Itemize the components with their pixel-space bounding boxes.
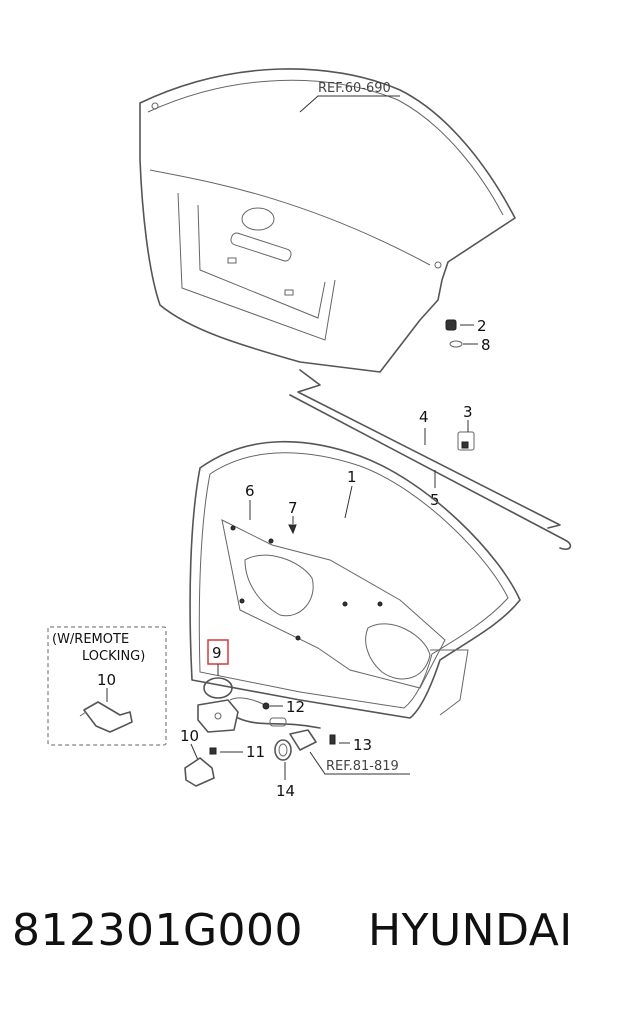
part-8-clip: 8 — [449, 336, 491, 354]
brand-name: HYUNDAI — [368, 905, 573, 956]
callout-4: 4 — [419, 408, 429, 426]
remote-note-line2: LOCKING) — [82, 649, 145, 664]
weatherstrip-and-inner-trim: 1 6 — [189, 440, 521, 719]
callout-1: 1 — [347, 468, 357, 486]
part-number: 812301G000 — [12, 905, 304, 956]
callout-10-lower: 10 — [180, 727, 199, 745]
callout-13: 13 — [353, 736, 372, 754]
ref-60-690-label: REF.60-690 — [318, 81, 391, 96]
trunk-lid-panel — [139, 68, 516, 373]
ref-81-819-callout: REF.81-819 — [309, 751, 410, 775]
part-10-11-lower-latch: 10 11 — [180, 727, 265, 787]
part-7-screw: 7 — [288, 499, 298, 535]
ref-60-690-callout: REF.60-690 — [299, 81, 400, 113]
part-3-bracket: 3 — [457, 403, 475, 451]
highlighted-callout-9: 9 — [207, 639, 229, 676]
callout-9: 9 — [212, 644, 222, 662]
callout-2: 2 — [477, 317, 487, 335]
ref-81-819-label: REF.81-819 — [326, 759, 399, 774]
callout-3: 3 — [463, 403, 473, 421]
parts-diagram: REF.60-690 2 8 4 5 3 — [47, 68, 572, 800]
remote-locking-box: (W/REMOTE LOCKING) 10 — [47, 626, 167, 746]
torsion-rods: 4 5 — [289, 369, 572, 550]
callout-12: 12 — [286, 698, 305, 716]
part-9-trunk-latch — [197, 677, 239, 733]
remote-note-line1: (W/REMOTE — [52, 632, 129, 647]
callout-8: 8 — [481, 336, 491, 354]
callout-6: 6 — [245, 482, 255, 500]
callout-14: 14 — [276, 782, 295, 800]
part-footer: 812301G000 HYUNDAI — [0, 905, 620, 975]
part-13-lock-cylinder: 13 — [289, 729, 372, 754]
callout-10-remote: 10 — [97, 671, 116, 689]
callout-7: 7 — [288, 499, 298, 517]
part-12-cable: 12 — [229, 697, 321, 729]
part-14-grommet: 14 — [274, 739, 295, 800]
part-2-bolt: 2 — [445, 317, 487, 335]
callout-11: 11 — [246, 743, 265, 761]
